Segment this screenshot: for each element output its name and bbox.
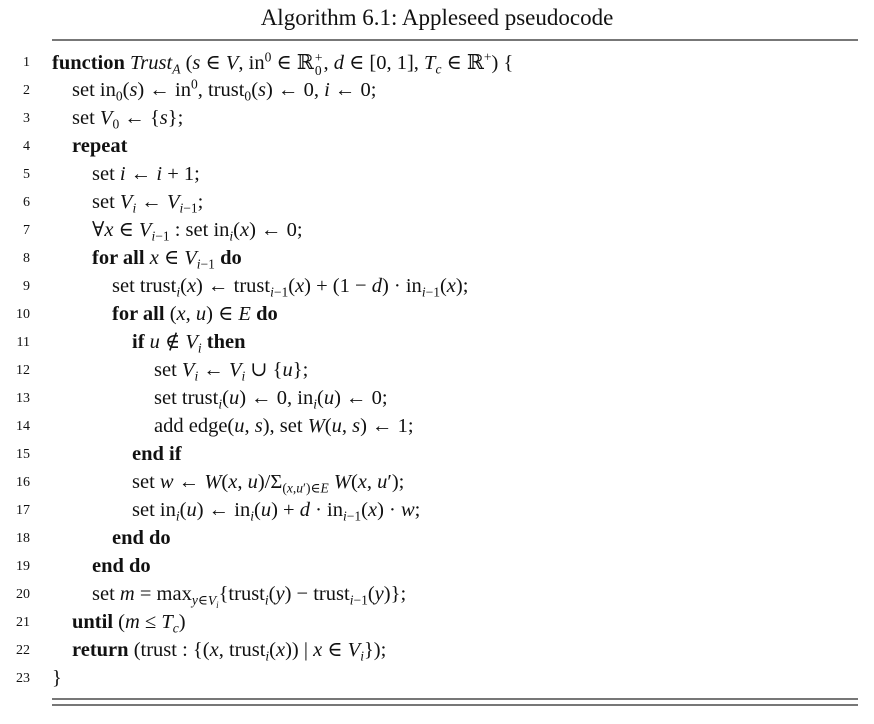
code-text: add edge(u, s), set W(u, s) ← 1;: [154, 415, 414, 437]
line-number: 20: [16, 587, 30, 602]
line-number: 8: [23, 251, 30, 266]
code-text: set trusti(u) ← 0, ini(u) ← 0;: [154, 387, 388, 412]
code-text: set Vi ← Vi−1;: [92, 191, 204, 216]
code-text: end if: [52, 440, 182, 468]
code-text: until (m ≤ Tc): [72, 611, 186, 636]
top-rule: [52, 39, 858, 41]
code-text: repeat: [52, 132, 127, 160]
line-number: 2: [23, 83, 30, 98]
line-number: 9: [23, 279, 30, 294]
code-text: set Vi ← Vi ∪ {u};: [154, 359, 309, 384]
code-text: set m = maxy∈Vi{trusti(y) − trusti−1(y)}…: [92, 583, 407, 610]
keyword-until: until: [72, 611, 114, 633]
line-number: 22: [16, 643, 30, 658]
line-number: 23: [16, 671, 30, 686]
code-text: for all (x, u) ∈ E do: [112, 303, 278, 325]
code-text: return (trust : {(x, trusti(x)) | x ∈ Vi…: [72, 639, 387, 664]
algorithm-caption: Algorithm 6.1: Appleseed pseudocode: [260, 5, 614, 30]
keyword-end-do: end do: [112, 527, 171, 549]
line-number: 3: [23, 111, 30, 126]
line-number: 14: [16, 419, 30, 434]
keyword-function: function: [52, 52, 125, 74]
line-number: 1: [23, 55, 30, 70]
keyword-do: do: [256, 303, 278, 325]
keyword-if: if: [132, 331, 145, 353]
line-number: 5: [23, 167, 30, 182]
code-text: set i ← i + 1;: [92, 163, 200, 185]
keyword-end-do: end do: [92, 555, 151, 577]
line-number: 11: [16, 335, 30, 350]
keyword-for-all: for all: [92, 247, 145, 269]
keyword-return: return: [72, 639, 129, 661]
line-number: 19: [16, 559, 30, 574]
code-text: end do: [52, 524, 171, 552]
bottom-rule-2: [52, 704, 858, 706]
line-number: 21: [16, 615, 30, 630]
line-number: 12: [16, 363, 30, 378]
code-text: set trusti(x) ← trusti−1(x) + (1 − d) · …: [112, 275, 469, 300]
keyword-for-all: for all: [112, 303, 165, 325]
line-number: 7: [23, 223, 30, 238]
line-number: 17: [16, 503, 30, 518]
code-text: }: [52, 667, 62, 689]
line-number: 15: [16, 447, 30, 462]
line-number: 6: [23, 195, 30, 210]
code-text: ∀x ∈ Vi−1 : set ini(x) ← 0;: [92, 219, 303, 244]
code-text: if u ∉ Vi then: [132, 331, 246, 356]
code-text: end do: [52, 552, 151, 580]
code-text: for all x ∈ Vi−1 do: [92, 247, 242, 272]
line-number: 13: [16, 391, 30, 406]
code-text: function TrustA (s ∈ V, in0 ∈ ℝ+0, d ∈ […: [52, 49, 514, 79]
keyword-do: do: [220, 247, 242, 269]
line-number: 16: [16, 475, 30, 490]
keyword-repeat: repeat: [72, 135, 128, 157]
bottom-rule-1: [52, 698, 858, 700]
keyword-end-if: end if: [132, 443, 182, 465]
line-number: 18: [16, 531, 30, 546]
code-text: set in0(s) ← in0, trust0(s) ← 0, i ← 0;: [72, 76, 377, 104]
keyword-then: then: [206, 331, 246, 353]
code-text: set V0 ← {s};: [72, 107, 184, 132]
code-text: set ini(u) ← ini(u) + d · ini−1(x) · w;: [132, 499, 421, 524]
code-text: set w ← W(x, u)/Σ(x,u′)∈E W(x, u′);: [132, 471, 405, 496]
line-number: 10: [16, 307, 30, 322]
line-number: 4: [23, 139, 30, 154]
